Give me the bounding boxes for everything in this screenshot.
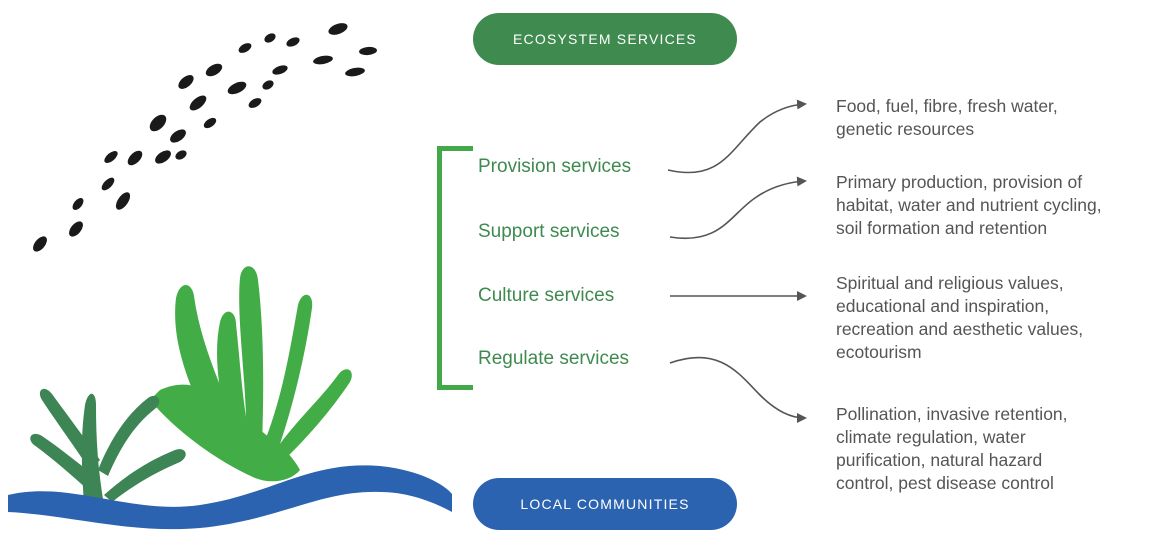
seaweed-illustration (8, 23, 452, 530)
description-regulate: Pollination, invasive retention, climate… (836, 403, 1150, 495)
seaweed-light-icon (150, 266, 352, 482)
description-line: habitat, water and nutrient cycling, (836, 195, 1102, 215)
seaweed-dark-icon (30, 388, 186, 505)
local-communities-pill: LOCAL COMMUNITIES (473, 478, 737, 530)
description-line: Pollination, invasive retention, (836, 404, 1068, 424)
description-line: Food, fuel, fibre, fresh water, (836, 96, 1058, 116)
description-line: recreation and aesthetic values, (836, 319, 1084, 339)
description-line: purification, natural hazard (836, 450, 1043, 470)
description-line: Primary production, provision of (836, 172, 1083, 192)
description-line: soil formation and retention (836, 218, 1048, 238)
arrow-support (669, 176, 807, 240)
description-line: Spiritual and religious values, (836, 273, 1064, 293)
service-support: Support services (478, 221, 620, 242)
description-provision: Food, fuel, fibre, fresh water, genetic … (836, 95, 1150, 141)
water-wave (8, 465, 452, 530)
service-provision: Provision services (478, 156, 632, 177)
arrow-provision (667, 99, 807, 174)
description-line: genetic resources (836, 119, 975, 139)
description-culture: Spiritual and religious values, educatio… (836, 272, 1150, 364)
arrow-regulate (669, 356, 807, 423)
bracket-bottom (437, 385, 473, 390)
bracket-top (437, 146, 473, 151)
service-culture: Culture services (478, 285, 615, 306)
service-regulate: Regulate services (478, 348, 630, 369)
description-line: ecotourism (836, 342, 922, 362)
description-line: control, pest disease control (836, 473, 1054, 493)
ecosystem-services-pill: ECOSYSTEM SERVICES (473, 13, 737, 65)
bracket-vertical (437, 146, 442, 390)
description-line: educational and inspiration, (836, 296, 1050, 316)
seeds-cluster (33, 23, 377, 252)
description-line: climate regulation, water (836, 427, 1026, 447)
description-support: Primary production, provision of habitat… (836, 171, 1150, 240)
